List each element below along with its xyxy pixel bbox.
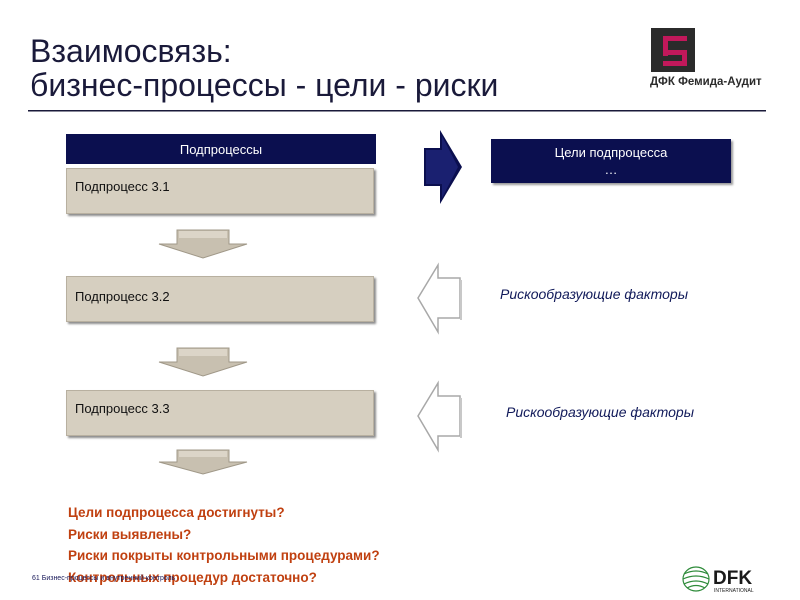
question-item-3: Риски покрыты контрольными процедурами? — [68, 548, 380, 563]
goals-ellipsis: … — [604, 162, 618, 177]
left-arrow-icon — [417, 262, 462, 335]
subprocess-box-3: Подпроцесс 3.3 — [66, 390, 374, 436]
logo-mark-icon — [651, 28, 695, 72]
subprocess-goals-box: Цели подпроцесса … — [491, 139, 731, 183]
question-item-2: Риски выявлены? — [68, 526, 192, 542]
subprocess-box-1: Подпроцесс 3.1 — [66, 168, 374, 214]
globe-icon — [682, 566, 710, 592]
title-divider — [28, 110, 766, 112]
dfk-logo-text: DFK — [713, 568, 752, 589]
subprocess-box-2: Подпроцесс 3.2 — [66, 276, 374, 322]
down-arrow-icon — [158, 229, 248, 259]
goals-label: Цели подпроцесса — [554, 145, 668, 160]
title-line-2: бизнес-процессы - цели - риски — [30, 67, 499, 103]
down-arrow-icon — [158, 449, 248, 475]
question-item-4: Контрольных процедур достаточно? — [68, 569, 317, 585]
dfk-logo-subtext: INTERNATIONAL — [714, 588, 754, 594]
question-item-1: Цели подпроцесса достигнуты? — [68, 505, 285, 520]
title-line-1: Взаимосвязь: — [30, 33, 232, 69]
risk-factors-label-1: Рискообразующие факторы — [500, 286, 689, 302]
risk-factors-label-2: Рискообразующие факторы — [506, 404, 695, 420]
slide-title: Взаимосвязь: бизнес-процессы - цели - ри… — [30, 34, 498, 102]
company-logo: ДФК Фемида-Аудит — [650, 28, 768, 98]
down-arrow-icon — [158, 347, 248, 377]
subprocesses-header: Подпроцессы — [66, 134, 376, 164]
logo-text: ДФК Фемида-Аудит — [650, 76, 762, 88]
right-arrow-icon — [424, 130, 462, 204]
left-arrow-icon — [417, 380, 462, 453]
footer-note: 61 Бизнес-процессы и внутренний контроль — [32, 575, 176, 582]
dfk-logo: DFK INTERNATIONAL — [682, 566, 754, 594]
questions-list: Цели подпроцесса достигнуты? Риски выявл… — [68, 502, 380, 588]
